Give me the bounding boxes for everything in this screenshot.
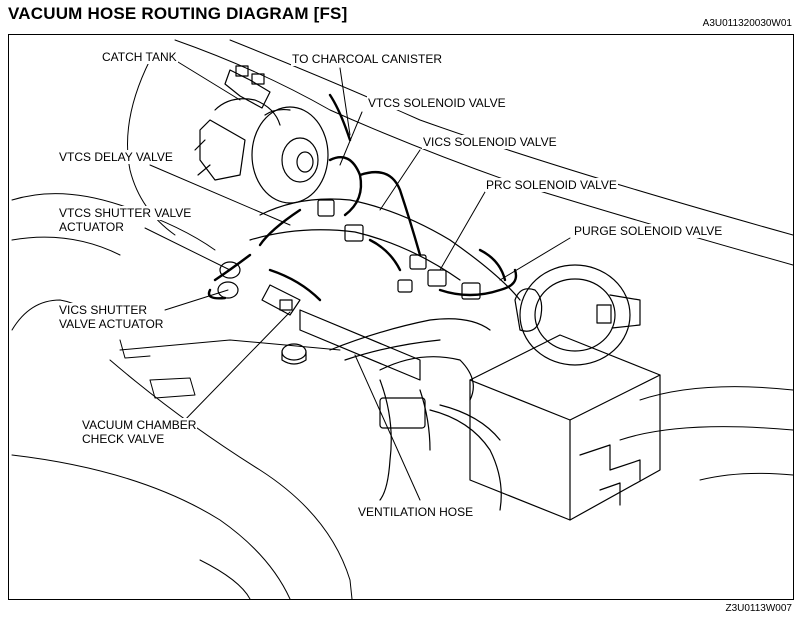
page-title: VACUUM HOSE ROUTING DIAGRAM [FS] (8, 4, 348, 23)
oil-filler (281, 343, 307, 365)
label-vics-valve-actuator: VALVE ACTUATOR (58, 317, 165, 331)
leader-lines (144, 61, 571, 501)
shutter-actuators (217, 261, 301, 316)
catch-tank-shape (194, 65, 281, 181)
document-code: A3U011320030W01 (702, 18, 792, 29)
label-vtcs-actuator: ACTUATOR (58, 220, 125, 234)
vacuum-hoses (207, 93, 518, 302)
battery-box (469, 334, 661, 521)
label-catch-tank: CATCH TANK (101, 50, 178, 64)
ventilation-hose-shape (379, 379, 502, 511)
label-vtcs-solenoid-valve: VTCS SOLENOID VALVE (367, 96, 507, 110)
label-prc-solenoid-valve: PRC SOLENOID VALVE (485, 178, 618, 192)
booster-shape (251, 106, 329, 204)
label-vacuum-chamber: VACUUM CHAMBER (81, 418, 198, 432)
label-vtcs-shutter-valve: VTCS SHUTTER VALVE (58, 206, 193, 220)
label-purge-solenoid-valve: PURGE SOLENOID VALVE (573, 224, 724, 238)
label-ventilation-hose: VENTILATION HOSE (357, 505, 475, 519)
label-vics-shutter: VICS SHUTTER (58, 303, 149, 317)
solenoid-valves (317, 199, 481, 300)
label-to-charcoal-canister: TO CHARCOAL CANISTER (291, 52, 444, 66)
label-vtcs-delay-valve: VTCS DELAY VALVE (58, 150, 174, 164)
label-vics-solenoid-valve: VICS SOLENOID VALVE (422, 135, 558, 149)
label-check-valve: CHECK VALVE (81, 432, 166, 446)
intake-manifold (249, 198, 521, 401)
figure-code: Z3U0113W007 (725, 603, 792, 614)
right-reservoir (514, 264, 641, 366)
diagram-frame (8, 34, 794, 600)
